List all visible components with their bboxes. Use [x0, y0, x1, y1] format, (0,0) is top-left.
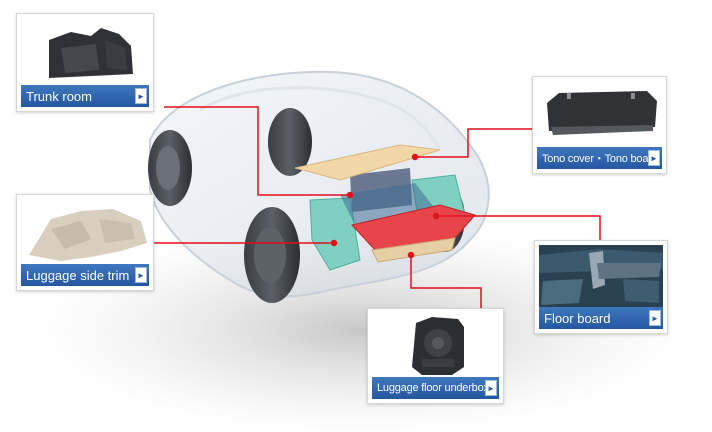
luggage-underbox-part-icon [372, 313, 499, 378]
trunk-room-part-icon [21, 18, 149, 86]
arrow-right-icon: ► [649, 310, 661, 326]
luggage-side-trim-card[interactable]: Luggage side trim ► [16, 194, 154, 291]
luggage-floor-underbox-label: Luggage floor underbox [377, 382, 485, 394]
floor-board-label: Floor board [544, 311, 649, 326]
tono-cover-label: Tono cover・Tono board [542, 150, 648, 166]
luggage-side-trim-part-icon [21, 199, 149, 265]
arrow-right-icon: ► [135, 267, 147, 283]
luggage-floor-underbox-label-bar[interactable]: Luggage floor underbox ► [372, 377, 499, 399]
luggage-side-trim-label-bar[interactable]: Luggage side trim ► [21, 264, 149, 286]
luggage-side-trim-label: Luggage side trim [26, 268, 135, 283]
floor-board-card[interactable]: Floor board ► [534, 240, 668, 334]
tono-cover-label-bar[interactable]: Tono cover・Tono board ► [537, 147, 662, 169]
trunk-room-label: Trunk room [26, 89, 135, 104]
trunk-room-label-bar[interactable]: Trunk room ► [21, 85, 149, 107]
floor-board-part-icon [539, 245, 663, 307]
luggage-side-trim-thumbnail [21, 199, 149, 265]
tono-cover-part-icon [537, 81, 662, 148]
tono-cover-card[interactable]: Tono cover・Tono board ► [532, 76, 667, 174]
luggage-floor-underbox-thumbnail [372, 313, 499, 378]
floor-board-thumbnail [539, 245, 663, 307]
arrow-right-icon: ► [485, 380, 497, 396]
trunk-room-card[interactable]: Trunk room ► [16, 13, 154, 112]
luggage-floor-underbox-card[interactable]: Luggage floor underbox ► [367, 308, 504, 404]
tono-cover-thumbnail [537, 81, 662, 148]
trunk-room-thumbnail [21, 18, 149, 86]
arrow-right-icon: ► [135, 88, 147, 104]
arrow-right-icon: ► [648, 150, 660, 166]
floor-board-label-bar[interactable]: Floor board ► [539, 307, 663, 329]
